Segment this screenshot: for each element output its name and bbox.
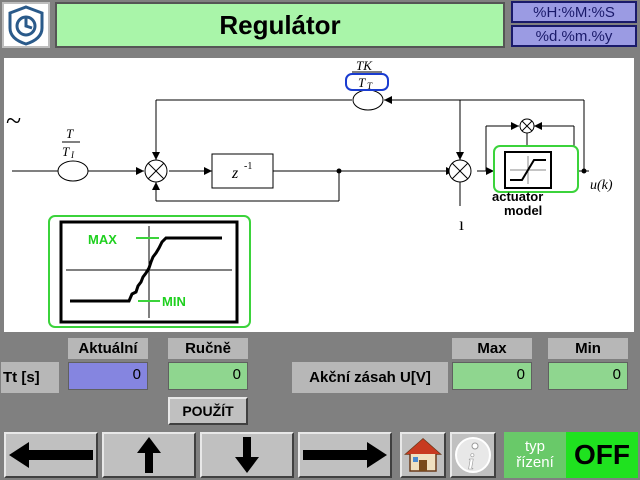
u-max-input[interactable]: 0 bbox=[452, 362, 532, 390]
saturation-max-label: MAX bbox=[88, 232, 117, 247]
gain-tk-tt-block bbox=[352, 89, 384, 111]
date-display: %d.%m.%y bbox=[511, 25, 637, 47]
logo-icon bbox=[8, 5, 44, 46]
time-display: %H:%M:%S bbox=[511, 1, 637, 23]
gain-tk-tt-numerator: TK bbox=[356, 58, 373, 73]
forward-button[interactable] bbox=[298, 432, 392, 478]
delay-block bbox=[211, 153, 274, 189]
arrow-right-icon bbox=[303, 442, 387, 468]
column-header-max: Max bbox=[452, 338, 532, 359]
gain-t-ti-numerator: T bbox=[66, 126, 74, 141]
info-icon: i bbox=[455, 437, 491, 474]
control-mode-label: typ řízení bbox=[504, 432, 566, 478]
arrow-left-icon bbox=[9, 442, 93, 468]
gain-t-ti-denominator: T bbox=[62, 144, 70, 159]
company-logo bbox=[2, 2, 50, 48]
info-button[interactable]: i bbox=[450, 432, 496, 478]
column-header-manual: Ručně bbox=[168, 338, 248, 359]
tk-tt-highlight bbox=[345, 73, 389, 91]
input-signal-label: ~ bbox=[6, 106, 21, 137]
tt-manual-input[interactable]: 0 bbox=[168, 362, 248, 390]
saturation-min-label: MIN bbox=[162, 294, 186, 309]
u-min-input[interactable]: 0 bbox=[548, 362, 628, 390]
back-button[interactable] bbox=[4, 432, 98, 478]
gain-tk-tt-denominator: T bbox=[358, 75, 366, 90]
arrow-down-icon bbox=[235, 437, 259, 473]
tt-row-label: Tt [s] bbox=[1, 362, 59, 393]
home-button[interactable] bbox=[400, 432, 446, 478]
arrow-up-icon bbox=[137, 437, 161, 473]
up-button[interactable] bbox=[102, 432, 196, 478]
control-mode-line1: typ bbox=[524, 438, 545, 455]
actuator-label-2: model bbox=[504, 203, 542, 218]
page-title: Regulátor bbox=[55, 2, 505, 48]
home-icon bbox=[404, 437, 442, 472]
actuator-label-1: actuator bbox=[492, 189, 543, 204]
delay-exponent: -1 bbox=[244, 161, 252, 172]
column-header-actual: Aktuální bbox=[68, 338, 148, 359]
gain-t-ti-block bbox=[57, 160, 89, 182]
u-row-label: Akční zásah U[V] bbox=[292, 362, 448, 393]
down-button[interactable] bbox=[200, 432, 294, 478]
disturbance-label: ı bbox=[459, 214, 464, 234]
tt-actual-value: 0 bbox=[68, 362, 148, 390]
control-mode-toggle[interactable]: OFF bbox=[566, 432, 638, 478]
regulator-diagram: ~ T T I z -1 TK T T actuator bbox=[4, 58, 634, 332]
column-header-min: Min bbox=[548, 338, 628, 359]
svg-text:i: i bbox=[468, 449, 475, 474]
apply-button[interactable]: POUŽÍT bbox=[168, 397, 248, 425]
gain-t-ti-subscript: I bbox=[70, 150, 75, 160]
control-mode-line2: řízení bbox=[516, 454, 554, 471]
gain-tk-tt-subscript: T bbox=[367, 81, 373, 91]
output-label: u(k) bbox=[590, 178, 613, 193]
delay-label: z bbox=[231, 165, 239, 182]
